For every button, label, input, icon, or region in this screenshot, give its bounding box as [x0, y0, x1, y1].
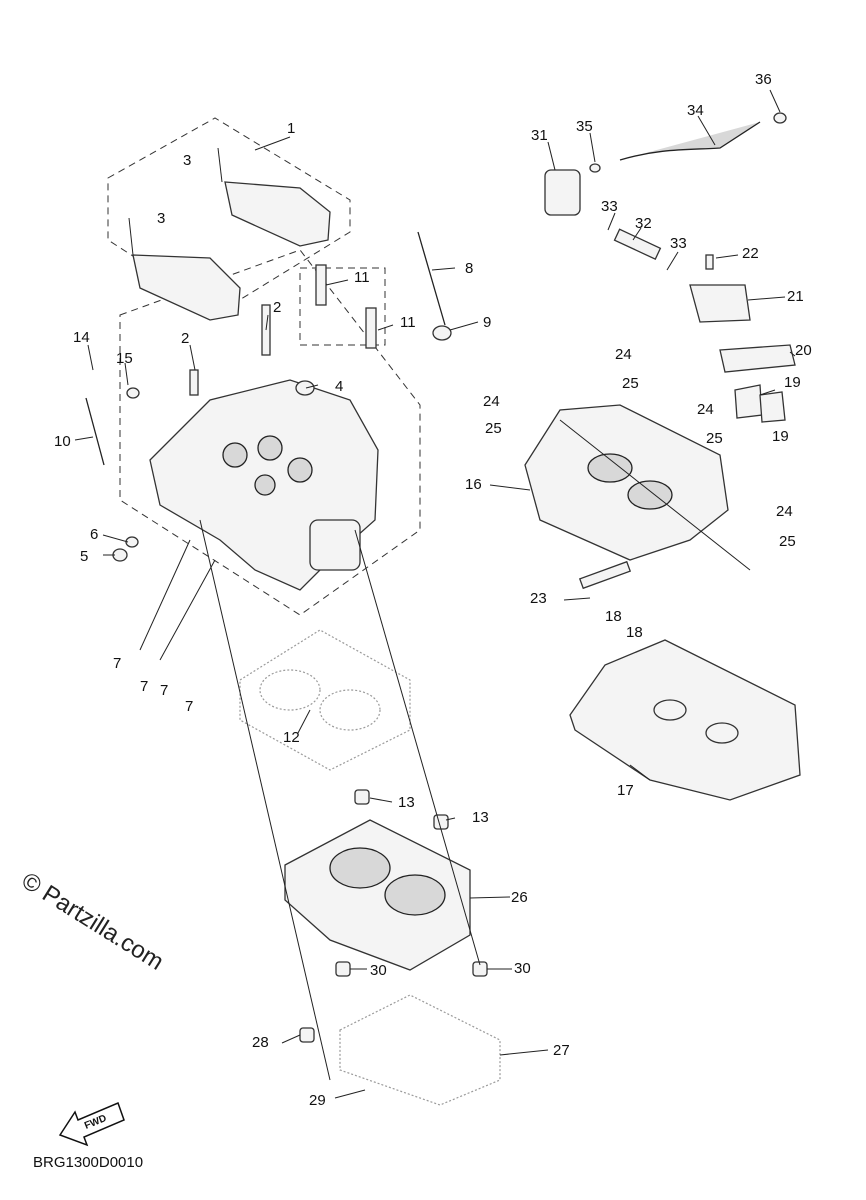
head-cover — [524, 404, 751, 571]
callout-6: 6 — [90, 526, 98, 543]
callout-leaders — [74, 89, 796, 1099]
callout-1: 1 — [287, 120, 295, 137]
head-gasket — [239, 629, 411, 771]
cylinder-head — [149, 379, 379, 591]
callout-29: 29 — [309, 1092, 326, 1109]
callout-32: 32 — [635, 215, 652, 232]
callout-34: 34 — [687, 102, 704, 119]
callout-31: 31 — [531, 127, 548, 144]
callout-27: 27 — [553, 1042, 570, 1059]
callout-24d: 24 — [776, 503, 793, 520]
callout-12: 12 — [283, 729, 300, 746]
callout-24c: 24 — [697, 401, 714, 418]
callout-30b: 30 — [514, 960, 531, 977]
callout-5: 5 — [80, 548, 88, 565]
callout-33a: 33 — [601, 198, 618, 215]
callout-7b: 7 — [140, 678, 148, 695]
callout-25c: 25 — [706, 430, 723, 447]
callout-13a: 13 — [398, 794, 415, 811]
callout-9: 9 — [483, 314, 491, 331]
callout-35: 35 — [576, 118, 593, 135]
callout-25b: 25 — [485, 420, 502, 437]
callout-20: 20 — [795, 342, 812, 359]
callout-2a: 2 — [273, 299, 281, 316]
alignment-lines — [139, 519, 481, 1081]
callout-21: 21 — [787, 288, 804, 305]
callout-13b: 13 — [472, 809, 489, 826]
callout-8: 8 — [465, 260, 473, 277]
fwd-arrow-icon: FWD — [58, 1101, 125, 1147]
callout-7a: 7 — [113, 655, 121, 672]
callout-16: 16 — [465, 476, 482, 493]
head-cover-gasket — [569, 639, 801, 801]
callout-7d: 7 — [185, 698, 193, 715]
callout-14: 14 — [73, 329, 90, 346]
callout-28: 28 — [252, 1034, 269, 1051]
callout-26: 26 — [511, 889, 528, 906]
callout-11a: 11 — [354, 269, 370, 286]
callout-25d: 25 — [779, 533, 796, 550]
cylinder-block — [284, 789, 488, 977]
callout-25a: 25 — [622, 375, 639, 392]
callout-18a: 18 — [605, 608, 622, 625]
callout-11b: 11 — [400, 314, 416, 331]
callout-3a: 3 — [183, 152, 191, 169]
callout-36: 36 — [755, 71, 772, 88]
camshaft-cap-group — [107, 117, 421, 616]
base-gasket — [299, 994, 501, 1106]
callout-2b: 2 — [181, 330, 189, 347]
callout-18b: 18 — [626, 624, 643, 641]
callout-33b: 33 — [670, 235, 687, 252]
callout-24b: 24 — [483, 393, 500, 410]
callout-30a: 30 — [370, 962, 387, 979]
callout-4: 4 — [335, 378, 343, 395]
callout-22: 22 — [742, 245, 759, 262]
breather-parts — [544, 112, 796, 590]
watermark-text: © Partzilla.com — [17, 867, 168, 976]
callout-19b: 19 — [772, 428, 789, 445]
callout-7c: 7 — [160, 682, 168, 699]
callout-10: 10 — [54, 433, 71, 450]
callout-24a: 24 — [615, 346, 632, 363]
callout-19a: 19 — [784, 374, 801, 391]
callout-3b: 3 — [157, 210, 165, 227]
callout-15: 15 — [116, 350, 133, 367]
callout-23: 23 — [530, 590, 547, 607]
callout-17: 17 — [617, 782, 634, 799]
callout-numbers: 1 2 2 3 3 4 5 6 7 7 7 7 8 9 10 11 11 12 … — [54, 71, 812, 1109]
diagram-code: BRG1300D0010 — [33, 1154, 143, 1171]
